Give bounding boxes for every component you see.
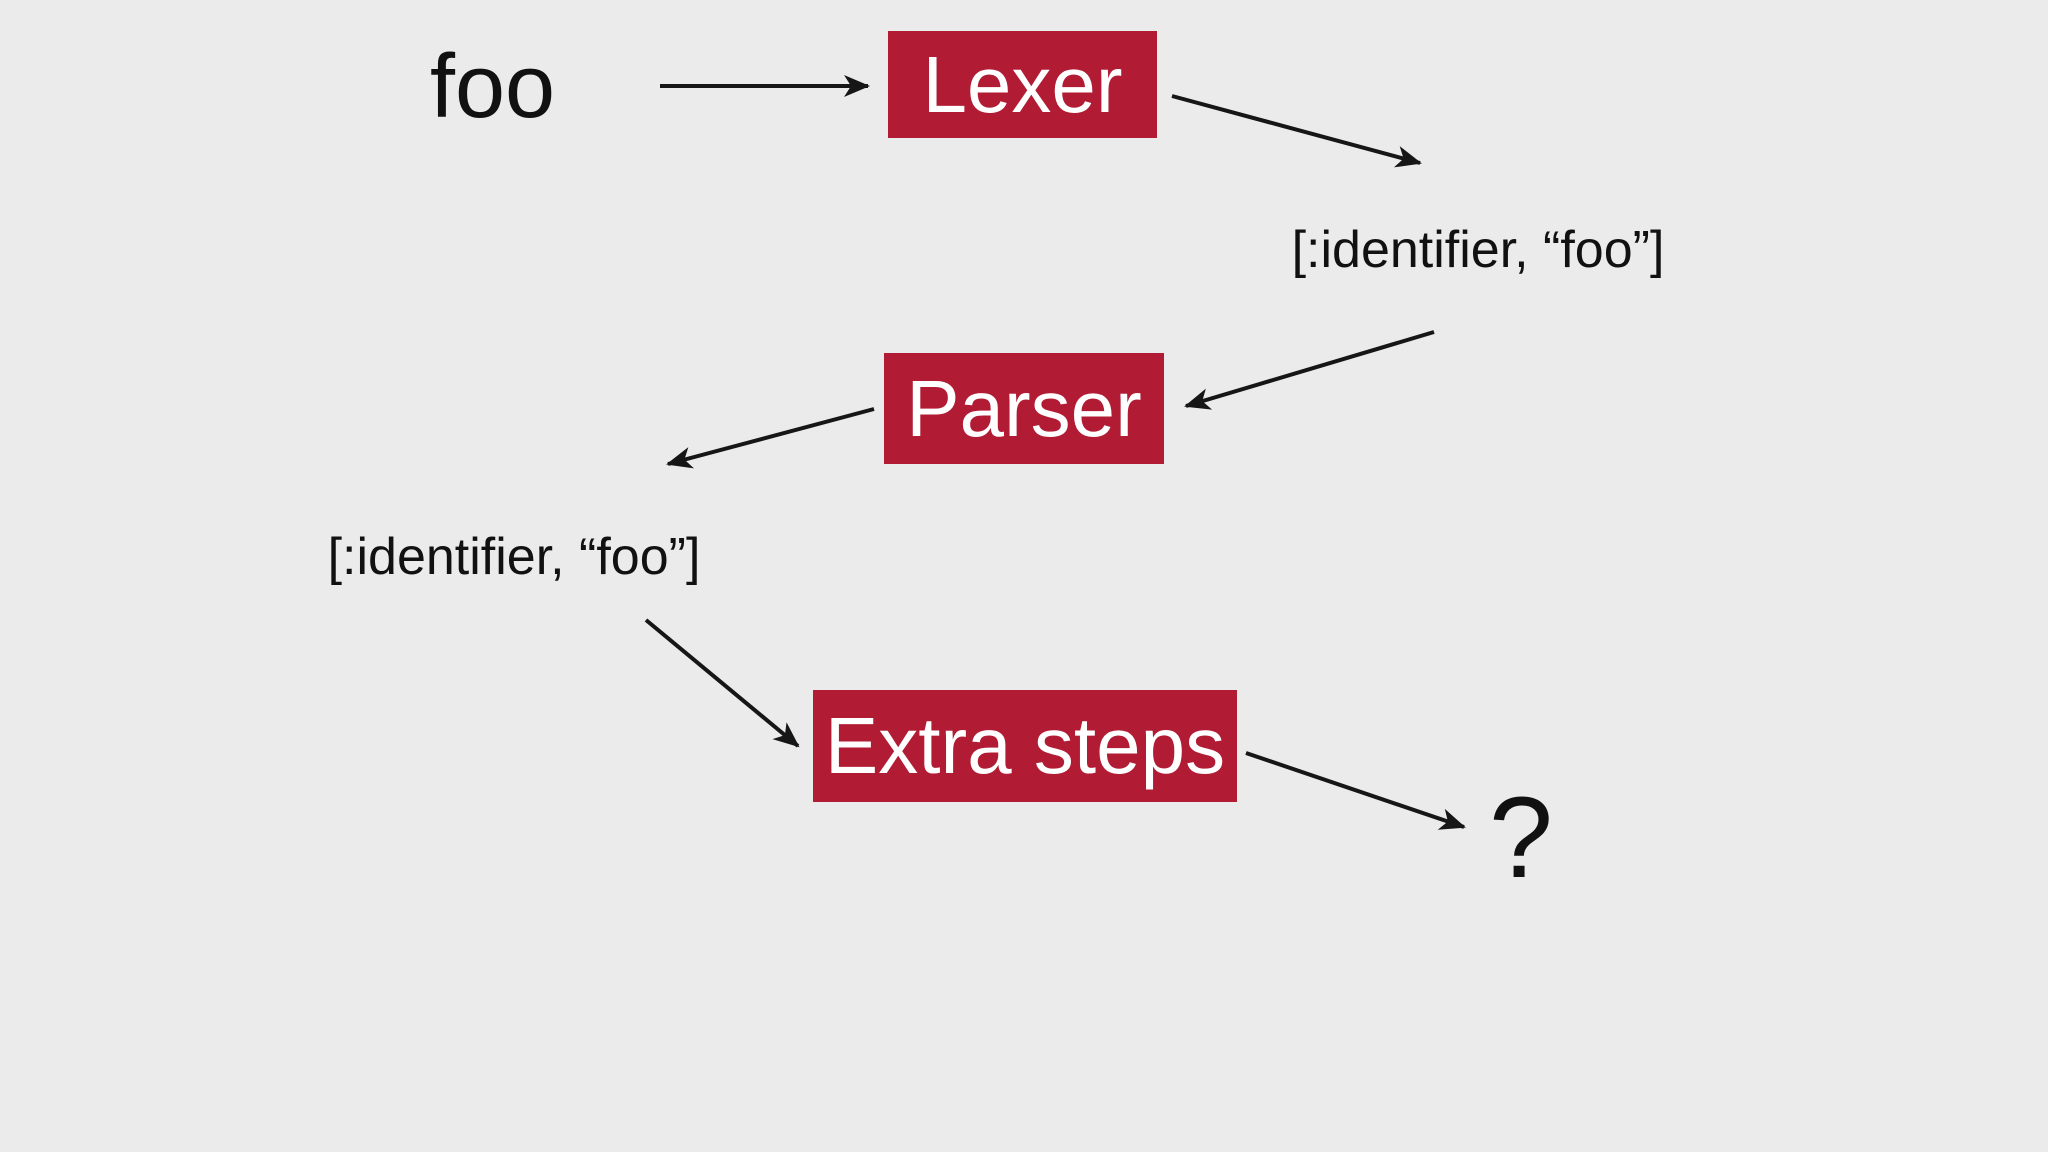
arrow-extra-steps-to-unknown xyxy=(1245,751,1466,830)
extra-steps-node-label: Extra steps xyxy=(824,701,1226,790)
unknown-output-text: ? xyxy=(1489,774,1553,902)
lexer-node-label: Lexer xyxy=(922,39,1123,129)
arrow-token-to-extra-steps xyxy=(644,618,800,748)
arrow-parser-to-token xyxy=(666,407,875,469)
extra-steps-node: Extra steps xyxy=(813,690,1237,802)
arrow-token-to-parser xyxy=(1184,330,1435,410)
arrow-lexer-to-token xyxy=(1171,94,1422,168)
source-code-text: foo xyxy=(430,37,556,137)
token-label-after-parser: [:identifier, “foo”] xyxy=(327,528,701,586)
parser-node-label: Parser xyxy=(906,363,1142,453)
token-label-after-lexer: [:identifier, “foo”] xyxy=(1291,221,1665,279)
parser-node: Parser xyxy=(884,353,1164,464)
lexer-node: Lexer xyxy=(888,31,1157,138)
